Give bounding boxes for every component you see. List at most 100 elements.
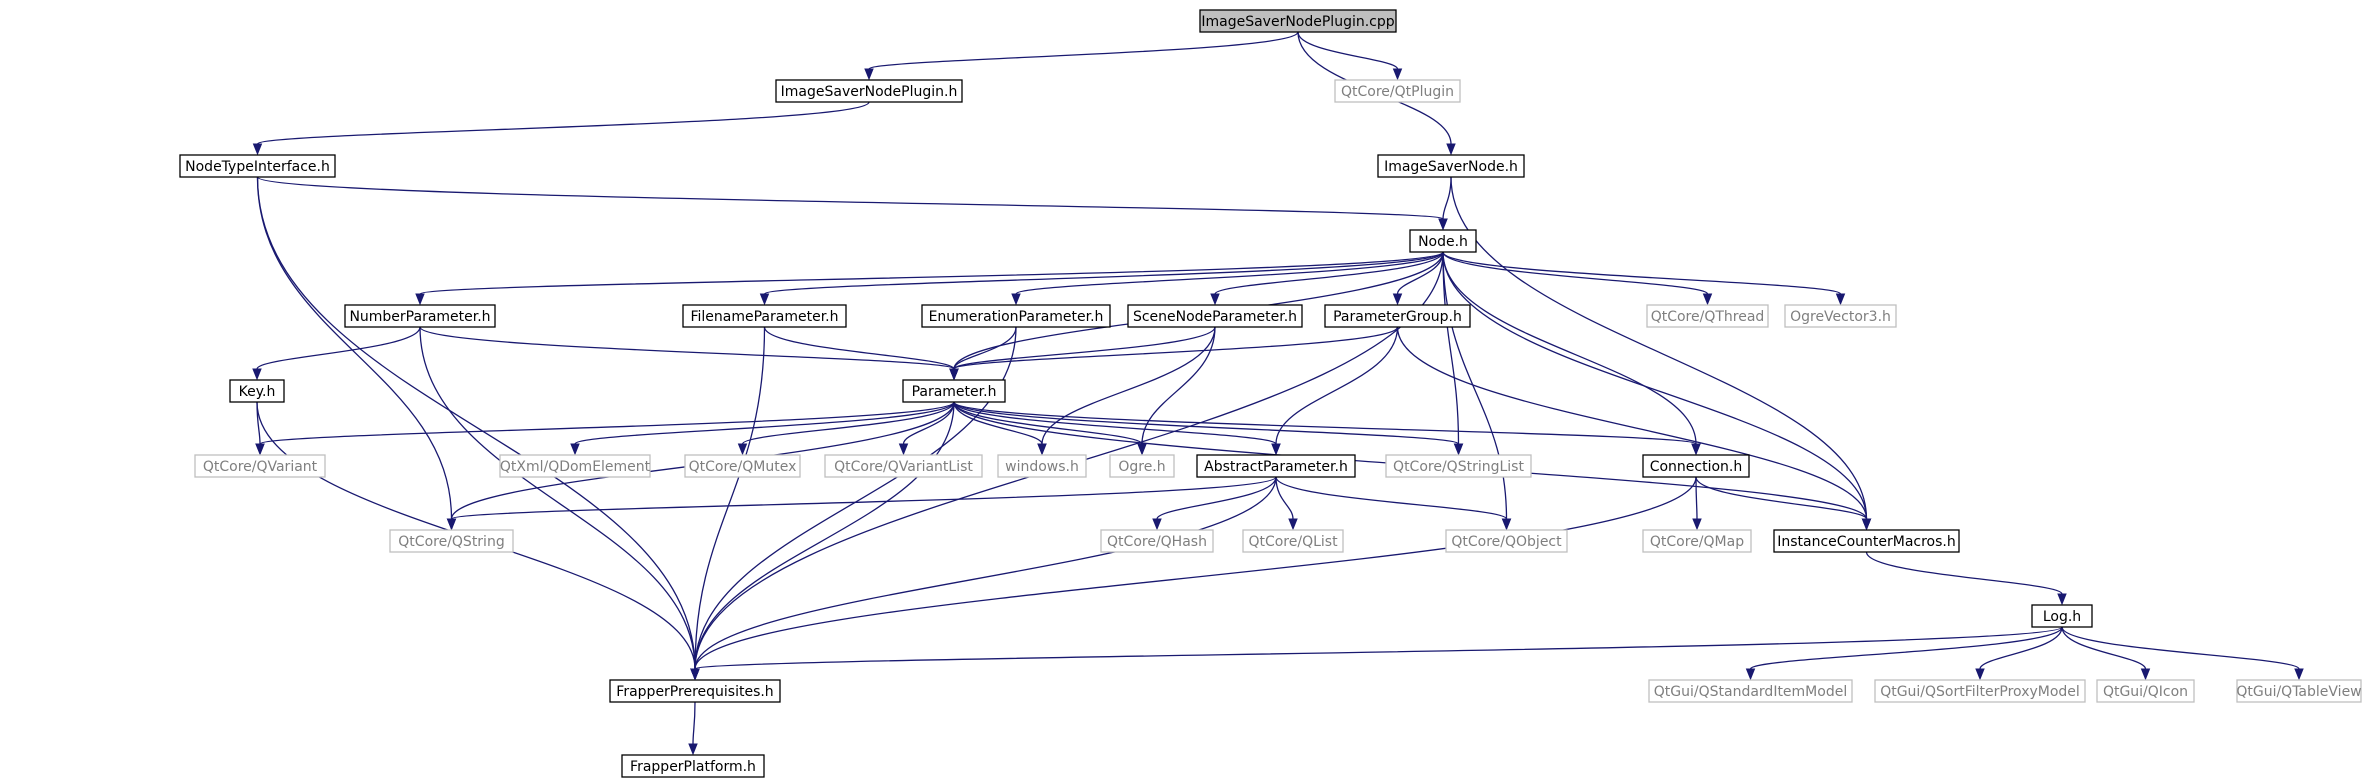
node-connection-h[interactable]: Connection.h — [1642, 454, 1750, 478]
edge-line — [1442, 176, 1452, 220]
edge-line — [1695, 476, 1698, 520]
edge-line — [694, 401, 955, 670]
edge-line — [1442, 251, 1868, 520]
edge-line — [953, 401, 1697, 445]
edge-parameter-h-to-windows-h — [953, 401, 1047, 456]
node-frapperplatform-h[interactable]: FrapperPlatform.h — [621, 754, 765, 778]
arrowhead — [1137, 443, 1147, 456]
node-qtcore-qstring[interactable]: QtCore/QString — [389, 529, 514, 553]
edge-line — [694, 476, 1277, 670]
node-parametergroup-h[interactable]: ParameterGroup.h — [1324, 304, 1471, 328]
edge-parameter-h-to-qtcore-qvariant — [255, 401, 955, 456]
node-label: QtCore/QObject — [1451, 534, 1562, 550]
edge-abstractparameter-h-to-qtcore-qhash — [1152, 476, 1277, 531]
node-label: QtGui/QTableView — [2236, 684, 2361, 700]
edge-line — [1695, 476, 1868, 520]
edge-line — [256, 326, 421, 370]
edge-line — [1275, 476, 1508, 520]
node-box — [921, 304, 1111, 328]
edge-line — [419, 326, 696, 670]
node-qtcore-qmap[interactable]: QtCore/QMap — [1642, 529, 1752, 553]
node-qtcore-qobject[interactable]: QtCore/QObject — [1445, 529, 1568, 553]
edge-abstractparameter-h-to-qtcore-qstring — [446, 476, 1277, 531]
node-numberparameter-h[interactable]: NumberParameter.h — [344, 304, 496, 328]
node-qtcore-qtplugin[interactable]: QtCore/QtPlugin — [1334, 79, 1461, 103]
edge-line — [953, 326, 1216, 370]
node-imagesavernodeplugin-cpp[interactable]: ImageSaverNodePlugin.cpp — [1199, 9, 1397, 33]
node-box — [2031, 604, 2093, 628]
arrowhead — [737, 443, 748, 456]
node-qtcore-qthread[interactable]: QtCore/QThread — [1646, 304, 1769, 328]
node-box — [997, 454, 1087, 478]
edge-numberparameter-h-to-parameter-h — [419, 326, 959, 381]
arrowhead — [1692, 518, 1702, 531]
node-imagesavernodeplugin-h[interactable]: ImageSaverNodePlugin.h — [775, 79, 963, 103]
node-box — [1648, 679, 1853, 703]
node-box — [1773, 529, 1960, 553]
edge-parametergroup-h-to-parameter-h — [949, 326, 1399, 381]
node-scenenodeparameter-h[interactable]: SceneNodeParameter.h — [1127, 304, 1303, 328]
node-imagesavernode-h[interactable]: ImageSaverNode.h — [1377, 154, 1525, 178]
edge-node-h-to-filenameparameter-h — [759, 251, 1444, 306]
arrowhead — [1288, 518, 1298, 531]
node-ogrevector3-h[interactable]: OgreVector3.h — [1784, 304, 1897, 328]
edge-line — [419, 326, 955, 370]
node-enumerationparameter-h[interactable]: EnumerationParameter.h — [921, 304, 1111, 328]
node-label: AbstractParameter.h — [1204, 459, 1348, 475]
arrowhead — [1501, 518, 1512, 531]
edge-line — [256, 176, 696, 670]
edge-filenameparameter-h-to-parameter-h — [763, 326, 959, 381]
node-label: Key.h — [239, 384, 276, 400]
node-box — [1324, 304, 1471, 328]
edge-node-h-to-parametergroup-h — [1392, 251, 1444, 306]
node-ogre-h[interactable]: Ogre.h — [1109, 454, 1175, 478]
node-qtcore-qlist[interactable]: QtCore/QList — [1242, 529, 1344, 553]
arrowhead — [898, 443, 909, 456]
node-node-h[interactable]: Node.h — [1409, 229, 1477, 253]
node-qtcore-qmutex[interactable]: QtCore/QMutex — [684, 454, 801, 478]
node-label: QtGui/QStandardItemModel — [1654, 684, 1847, 700]
node-label: ImageSaverNode.h — [1384, 159, 1518, 175]
node-qtcore-qvariantlist[interactable]: QtCore/QVariantList — [824, 454, 983, 478]
edge-line — [1275, 326, 1399, 445]
node-label: Node.h — [1418, 234, 1468, 250]
node-log-h[interactable]: Log.h — [2031, 604, 2093, 628]
node-qtgui-qicon[interactable]: QtGui/QIcon — [2096, 679, 2195, 703]
node-key-h[interactable]: Key.h — [229, 379, 285, 403]
edge-line — [1442, 251, 1697, 445]
edge-line — [450, 476, 1277, 520]
arrowhead — [1835, 293, 1846, 306]
node-box — [1377, 154, 1525, 178]
edge-line — [763, 326, 955, 370]
edge-node-h-to-numberparameter-h — [415, 251, 1444, 306]
edge-line — [1275, 476, 1294, 520]
node-label: Log.h — [2043, 609, 2081, 625]
node-label: QtGui/QSortFilterProxyModel — [1880, 684, 2080, 700]
node-instancecountermacros-h[interactable]: InstanceCounterMacros.h — [1773, 529, 1960, 553]
node-qtgui-qtableview[interactable]: QtGui/QTableView — [2236, 679, 2362, 703]
edge-line — [763, 251, 1444, 295]
node-frapperprerequisites-h[interactable]: FrapperPrerequisites.h — [609, 679, 781, 703]
node-box — [1385, 454, 1532, 478]
node-label: ImageSaverNodePlugin.h — [781, 84, 958, 100]
node-parameter-h[interactable]: Parameter.h — [902, 379, 1006, 403]
node-box — [1646, 304, 1769, 328]
node-windows-h[interactable]: windows.h — [997, 454, 1087, 478]
node-box — [344, 304, 496, 328]
edge-line — [1214, 251, 1444, 295]
node-qtgui-qsortfilterproxymodel[interactable]: QtGui/QSortFilterProxyModel — [1874, 679, 2086, 703]
node-qtcore-qstringlist[interactable]: QtCore/QStringList — [1385, 454, 1532, 478]
node-box — [1642, 529, 1752, 553]
node-box — [194, 454, 326, 478]
node-qtgui-qstandarditemmodel[interactable]: QtGui/QStandardItemModel — [1648, 679, 1853, 703]
node-abstractparameter-h[interactable]: AbstractParameter.h — [1196, 454, 1356, 478]
node-qtxml-qdomelement[interactable]: QtXml/QDomElement — [499, 454, 651, 478]
edge-line — [953, 401, 1043, 445]
arrowhead — [1702, 293, 1713, 306]
edge-line — [419, 251, 1444, 295]
arrowhead — [1438, 218, 1448, 231]
node-qtcore-qhash[interactable]: QtCore/QHash — [1100, 529, 1214, 553]
node-filenameparameter-h[interactable]: FilenameParameter.h — [682, 304, 847, 328]
node-nodetypeinterface-h[interactable]: NodeTypeInterface.h — [179, 154, 336, 178]
node-qtcore-qvariant[interactable]: QtCore/QVariant — [194, 454, 326, 478]
